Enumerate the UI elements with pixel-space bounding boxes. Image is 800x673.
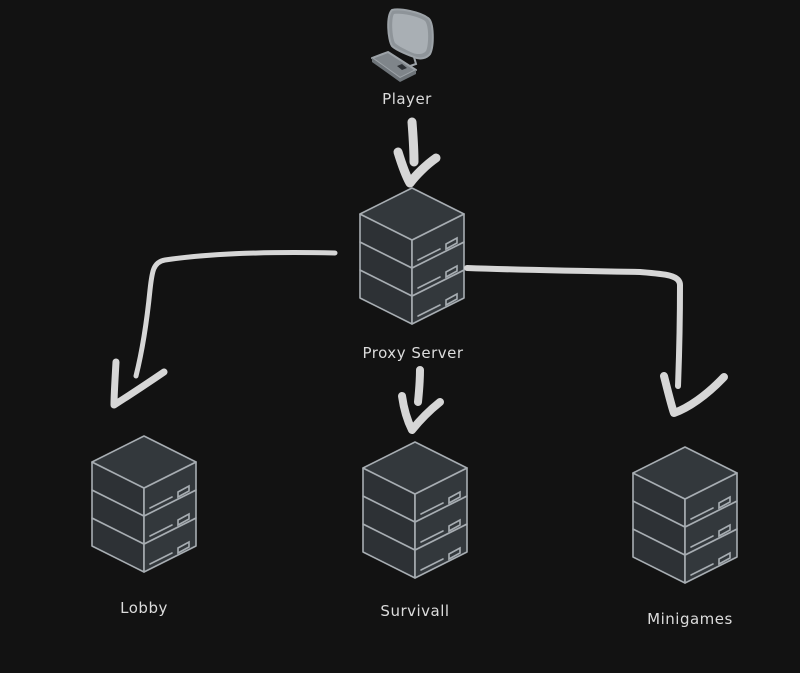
lobby-server-icon [91,435,197,573]
node-label-player: Player [382,90,432,108]
node-label-survival: Survivall [380,602,450,620]
arrow-proxy-to-lobby [110,250,338,409]
node-label-proxy-server: Proxy Server [362,344,464,362]
player-computer-icon [371,8,434,82]
arrow-proxy-to-survival [398,366,444,434]
proxy-server-icon [359,187,465,325]
node-label-minigames: Minigames [647,610,733,628]
node-label-lobby: Lobby [120,599,168,617]
arrow-player-to-proxy [393,117,441,188]
survival-server-icon [362,441,468,579]
arrow-proxy-to-minigames [464,265,728,417]
minigames-server-icon [632,446,738,584]
